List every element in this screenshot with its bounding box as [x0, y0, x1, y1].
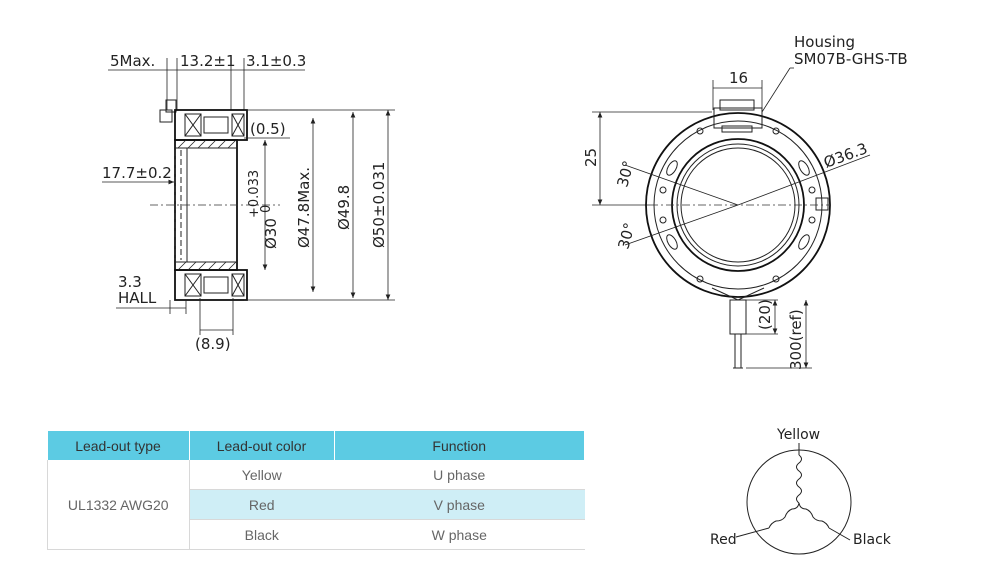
dim-300: 300(ref) — [787, 309, 805, 370]
dim-3-3: 3.3 — [118, 273, 142, 291]
header-function: Function — [334, 431, 585, 460]
function-cell: V phase — [334, 489, 585, 520]
header-lead-out-color: Lead-out color — [189, 431, 335, 460]
function-cell: U phase — [334, 460, 585, 490]
dim-30-tol-lower: 0 — [259, 205, 274, 213]
side-view: 5Max. 13.2±1 3.1±0.3 — [102, 52, 395, 353]
wiring-diagram: Yellow Red Black — [710, 427, 892, 555]
function-cell: W phase — [334, 519, 585, 550]
table-row: UL1332 AWG20 Yellow U phase — [47, 460, 585, 550]
dim-36-3: Ø36.3 — [821, 139, 870, 171]
dim-17-7: 17.7±0.2 — [102, 164, 172, 182]
wire-label-yellow: Yellow — [776, 427, 820, 443]
color-cell: Black — [189, 519, 334, 550]
color-cell: Yellow — [189, 460, 334, 490]
dim-0-5: (0.5) — [250, 120, 286, 138]
dim-20: (20) — [756, 299, 774, 330]
table-row: Red V phase — [48, 489, 585, 520]
dim-8-9: (8.9) — [195, 335, 231, 353]
hall-label: HALL — [118, 289, 157, 307]
dim-25: 25 — [582, 148, 600, 167]
angle-top: 30° — [613, 159, 637, 189]
dim-13-2: 13.2±1 — [180, 52, 236, 70]
leadout-table: Lead-out type Lead-out color Function UL… — [47, 431, 585, 550]
dim-16: 16 — [729, 69, 748, 87]
housing-label: Housing — [794, 33, 855, 51]
table-header-row: Lead-out type Lead-out color Function — [47, 431, 585, 460]
header-lead-out-type: Lead-out type — [47, 431, 190, 460]
wire-label-red: Red — [710, 532, 737, 548]
color-cell: Red — [189, 489, 334, 520]
dim-5max: 5Max. — [110, 52, 155, 70]
dim-30-base: Ø30 — [262, 218, 280, 249]
front-view: Housing SM07B-GHS-TB 16 25 — [582, 33, 908, 370]
dim-3-1: 3.1±0.3 — [246, 52, 306, 70]
wire-label-black: Black — [853, 532, 892, 548]
dim-50: Ø50±0.031 — [370, 162, 388, 248]
lead-out-type-cell: UL1332 AWG20 — [47, 460, 190, 550]
connector-label: SM07B-GHS-TB — [794, 50, 908, 68]
angle-bottom: 30° — [614, 221, 638, 251]
dim-30-tol-upper: +0.033 — [247, 170, 262, 218]
table-row: Black W phase — [48, 519, 585, 550]
dim-47-8: Ø47.8Max. — [295, 167, 313, 248]
dim-49-8: Ø49.8 — [335, 185, 353, 230]
